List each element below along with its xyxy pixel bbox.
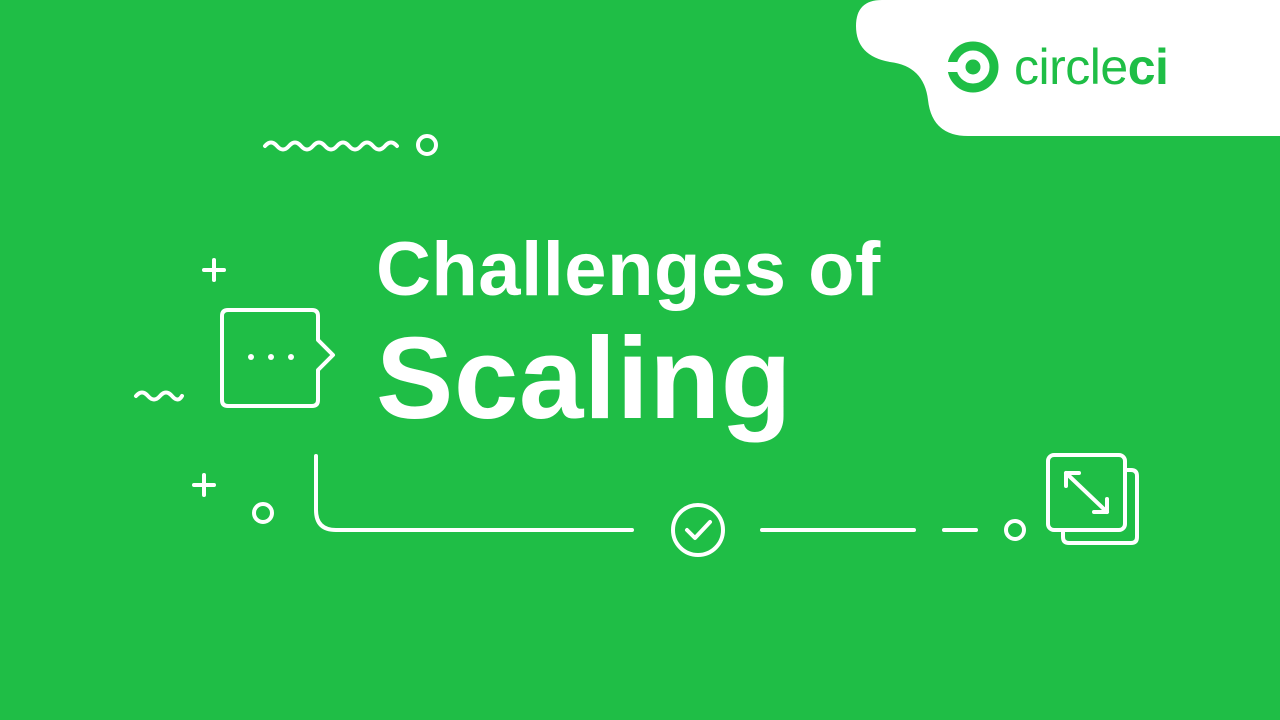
logo-wordmark: circleci (1014, 38, 1169, 96)
title-line-2: Scaling (376, 313, 793, 443)
page-title: Challenges of Scaling (376, 222, 881, 440)
circle-icon (1004, 519, 1026, 541)
wave-icon (134, 390, 184, 402)
title-line-1: Challenges of (376, 227, 881, 312)
resize-icon (1046, 453, 1139, 545)
logo-wordmark-part2: ci (1127, 39, 1169, 95)
circleci-logo[interactable]: circleci (944, 38, 1169, 96)
check-circle-icon (671, 503, 725, 557)
wave-icon (263, 140, 399, 152)
timeline-line (314, 454, 634, 532)
plus-icon (192, 473, 216, 497)
circle-icon (416, 134, 438, 156)
chat-bubble-icon (220, 308, 335, 408)
circle-icon (252, 502, 274, 524)
circleci-logo-icon (944, 41, 999, 93)
plus-icon (202, 258, 226, 282)
logo-wordmark-part1: circle (1014, 39, 1128, 95)
